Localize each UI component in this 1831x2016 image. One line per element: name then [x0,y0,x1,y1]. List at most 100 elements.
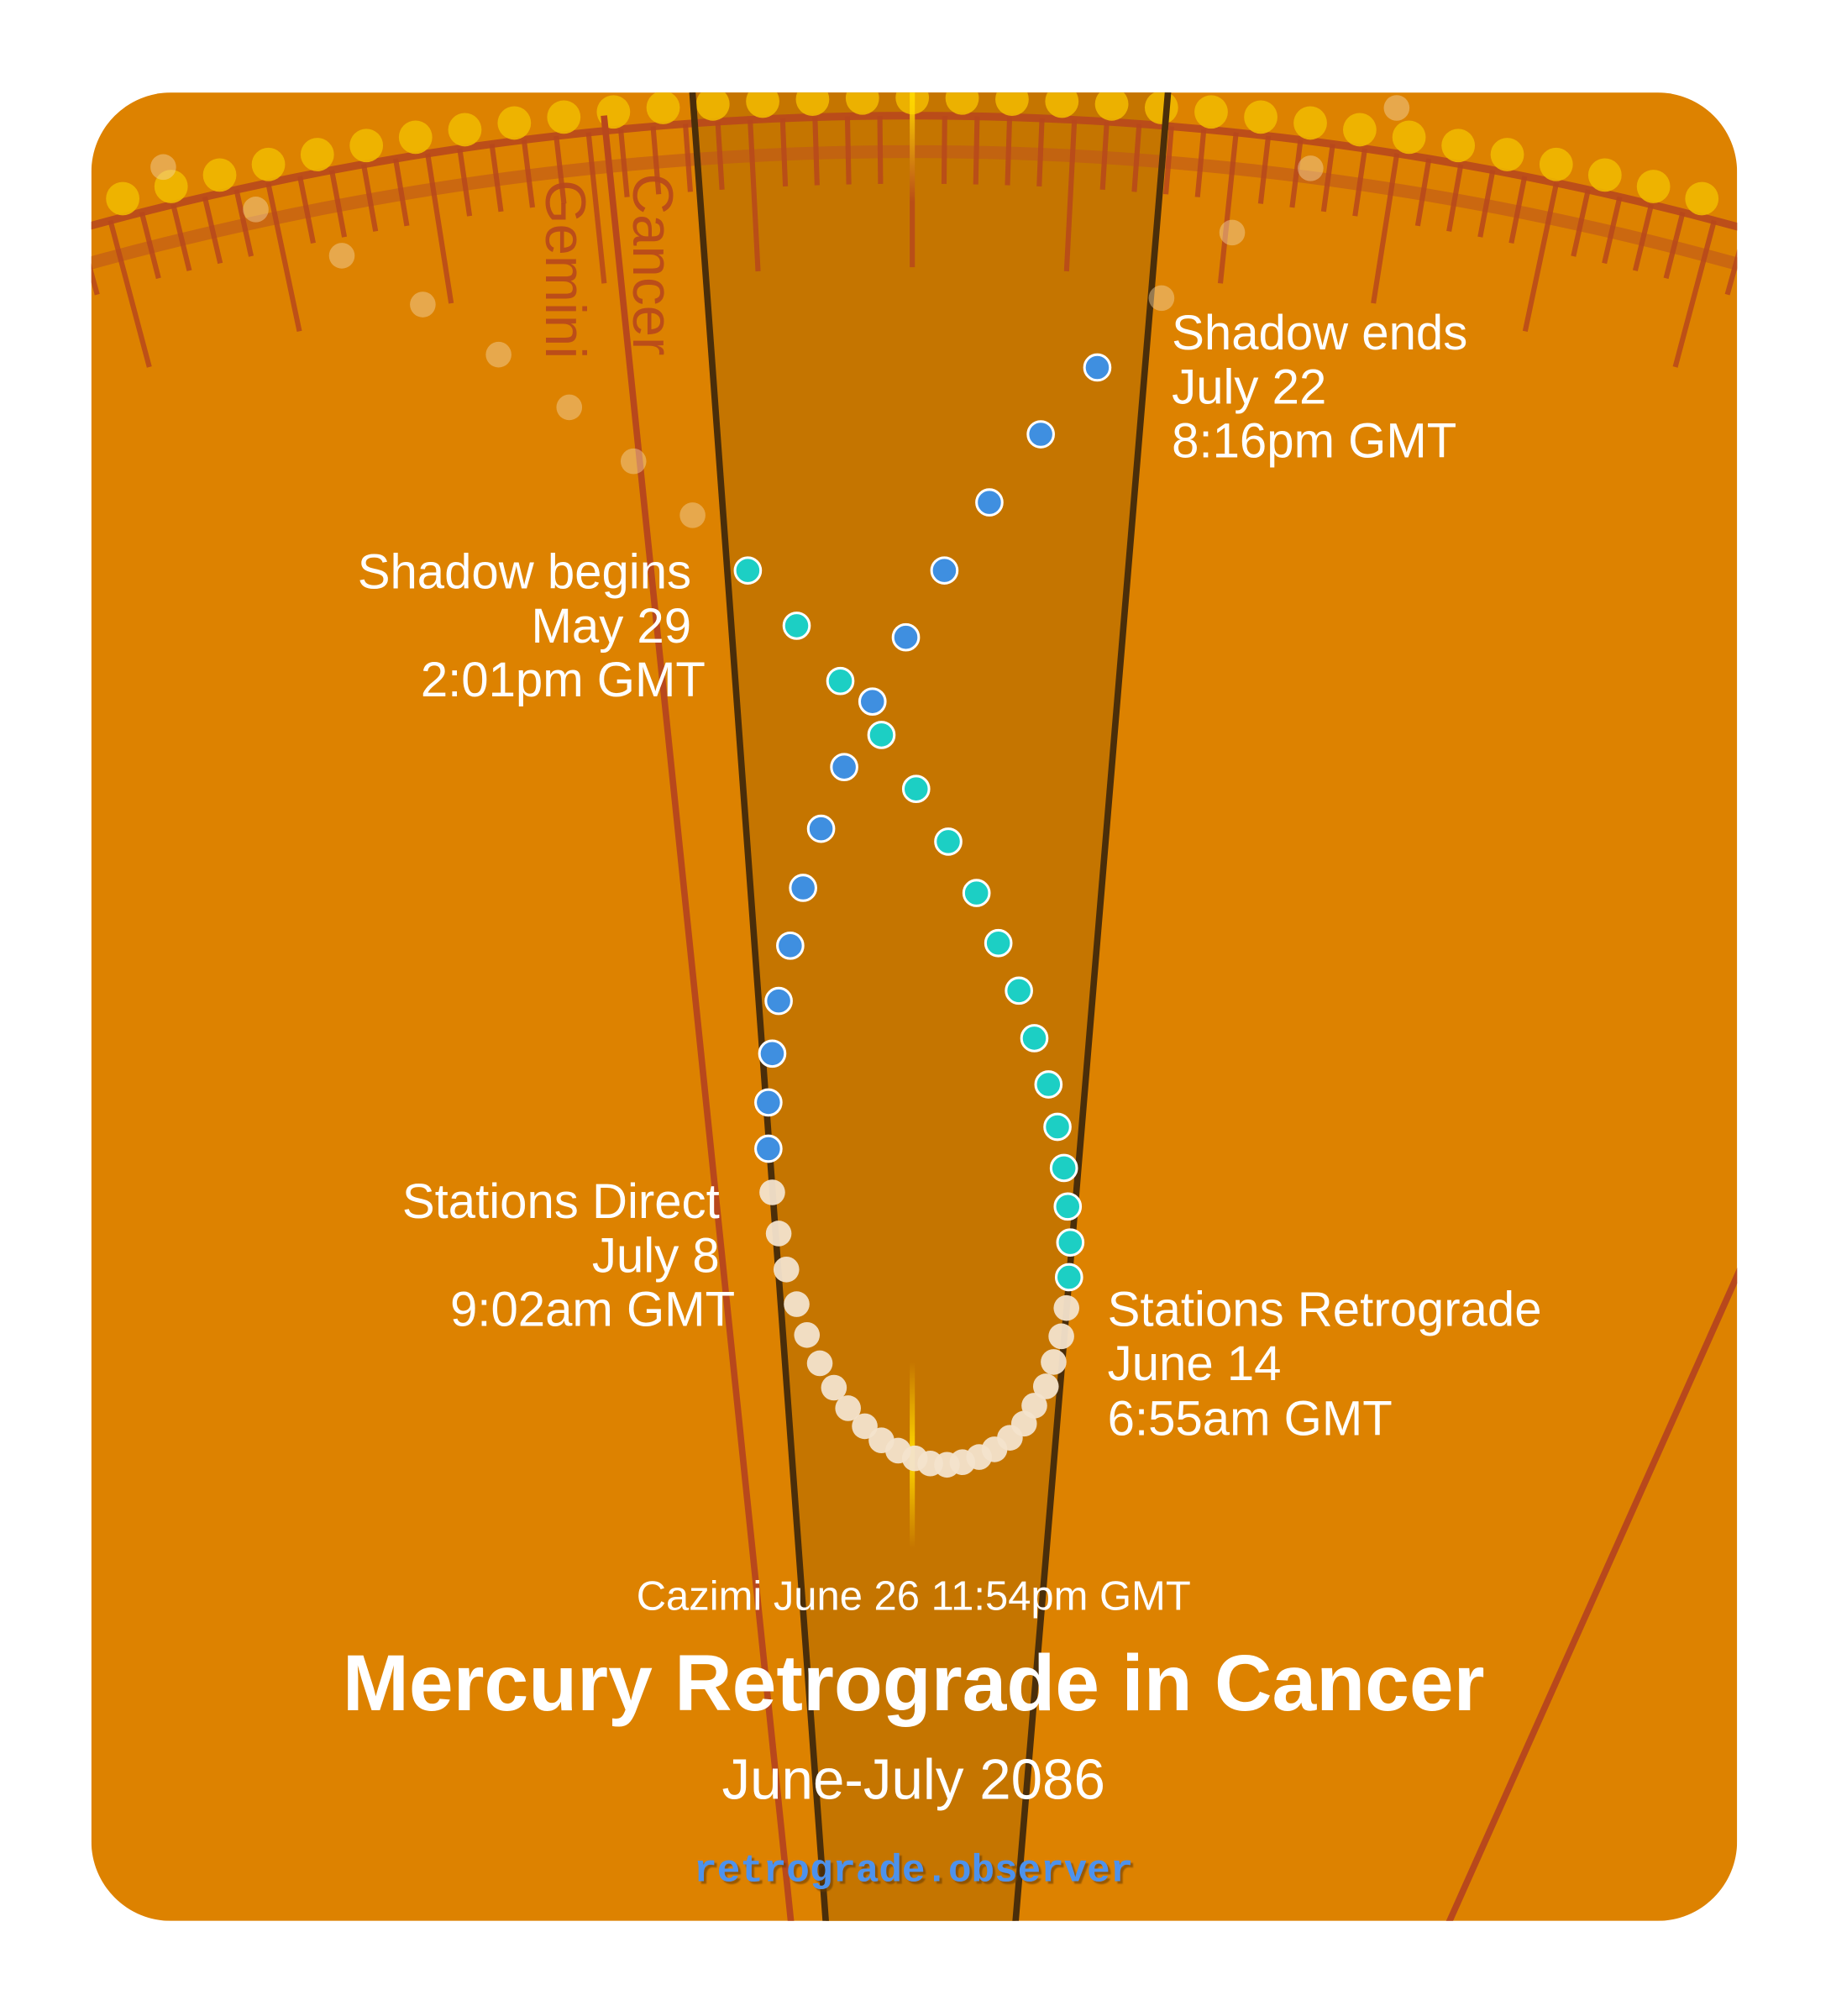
retrograde-dot [806,1350,833,1377]
faint-dot [1148,285,1175,312]
label-shadow-ends: Shadow ends July 22 8:16pm GMT [1172,306,1467,468]
degree-tick [108,219,152,368]
sun-position-dot [1094,92,1129,121]
retrograde-dot [821,1374,847,1401]
degree-tick [1788,247,1807,312]
degree-tick [1477,169,1496,238]
sign-label-cancer: Cancer [621,174,684,356]
retrograde-dot [773,1256,800,1283]
post-shadow-dot [758,1039,787,1068]
sun-position-dot [398,120,433,155]
sun-position-dot [1194,95,1228,129]
faint-dot [679,502,706,528]
faint-dot [150,154,176,181]
shadow-ends-title: Shadow ends [1172,306,1467,360]
degree-tick [1005,117,1013,186]
sun-position-dot [1244,100,1278,134]
sun-glow-top [910,92,916,202]
degree-tick [139,212,161,280]
pre-shadow-dot [1054,1263,1083,1292]
degree-tick [1508,176,1528,244]
post-shadow-dot [789,874,817,902]
shadow-zone [691,92,1170,1921]
sun-position-dot [106,181,139,216]
degree-tick [393,158,410,227]
sun-position-dot [202,158,237,192]
degree-tick [328,169,348,238]
degree-tick [1724,228,1738,296]
sun-position-dot [1045,92,1079,118]
shadow-end-line [1011,92,1173,1921]
degree-tick [844,116,852,185]
sun-position-dot [995,92,1029,117]
degree-tick [1823,266,1831,411]
degree-tick [1602,196,1623,265]
degree-tick [1194,129,1207,197]
faint-dot [620,448,647,475]
degree-tick [650,126,662,195]
degree-tick [91,228,100,296]
sign-label-gemini: Gemini [533,180,596,359]
degree-tick [1414,158,1432,227]
sun-position-dot [251,147,286,181]
post-shadow-dot [754,1088,783,1117]
sun-position-dot [1392,120,1426,155]
pre-shadow-dot [1005,976,1033,1005]
stations-retrograde-title: Stations Retrograde [1108,1283,1542,1337]
degree-tick [489,144,504,213]
degree-tick [682,123,693,192]
sun-position-dot [945,92,979,115]
pre-shadow-dot [733,556,763,585]
pre-shadow-dot [782,612,811,640]
degree-tick [0,266,2,411]
sun-position-dot [695,92,730,121]
post-shadow-dot [806,814,836,843]
post-shadow-dot [1083,353,1112,382]
sun-position-dot [547,100,581,134]
retrograde-dot [765,1221,792,1247]
degree-tick [0,256,6,321]
faint-dot [485,341,512,368]
retrograde-dot [1048,1323,1074,1350]
faint-dot [1219,219,1246,246]
degree-tick [585,132,607,284]
pre-shadow-dot [934,827,963,856]
label-stations-direct: Stations Direct July 8 9:02am GMT [402,1174,735,1336]
degree-tick [973,116,980,185]
pre-shadow-dot [962,879,991,907]
mercury-path [733,353,1112,1478]
degree-tick [297,176,316,244]
degree-tick [1818,256,1831,321]
sun-position-dot [795,92,830,117]
stations-retrograde-date: June 14 [1108,1336,1282,1391]
degree-tick [1320,144,1335,213]
stations-retrograde-time: 6:55am GMT [1108,1392,1393,1446]
other-planet-path [150,95,1410,528]
sun-position-dot [1490,138,1524,171]
degree-tick [1217,132,1239,284]
retrograde-dot [1053,1294,1080,1321]
sun-position-dot [1636,170,1671,203]
degree-tick [233,189,254,257]
degree-tick [1632,203,1655,271]
degree-tick [521,139,536,208]
sun-position-dot [646,92,680,124]
sun-position-dot [154,170,188,203]
degree-tick [812,117,820,186]
sign-boundary-gemini-cancer [601,115,795,1921]
pre-shadow-dot [826,666,855,696]
degree-tick [877,115,884,184]
degree-tick [1663,212,1686,280]
pre-shadow-dot [901,774,931,804]
degree-tick [1036,118,1045,187]
site-link[interactable]: retrograde.observer [694,1849,1133,1893]
degree-tick [265,182,302,332]
stations-direct-time: 9:02am GMT [450,1283,735,1337]
shadow-ends-date: July 22 [1172,360,1326,414]
faint-dot [556,394,583,421]
sun-position-dot [1441,129,1476,163]
degree-tick [1163,126,1174,195]
degree-tick [425,153,454,304]
sun-position-dot [300,138,334,171]
